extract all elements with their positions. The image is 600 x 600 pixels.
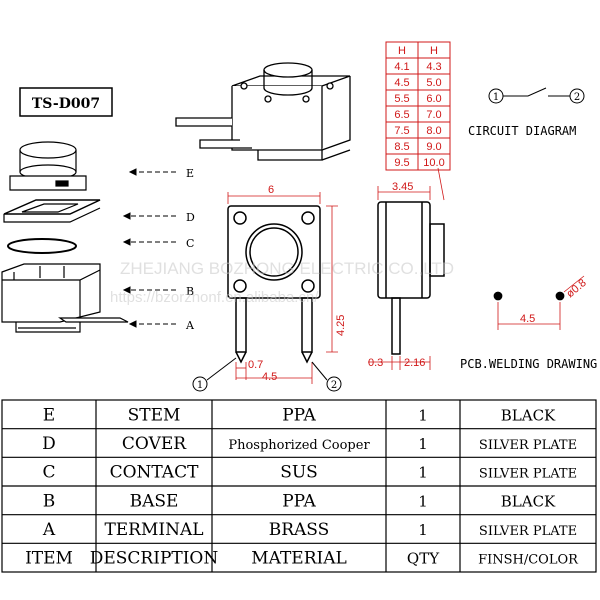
h-table-cell-left: 8.5: [394, 141, 409, 153]
bom-cell-finish: BLACK: [501, 406, 556, 424]
bom-cell-desc: COVER: [122, 434, 187, 454]
label-e: E: [186, 167, 194, 180]
dim-pcb-pitch: 4.5: [520, 313, 535, 325]
bom-cell-desc: TERMINAL: [104, 520, 203, 540]
bom-cell-finish: SILVER PLATE: [479, 438, 577, 453]
bom-cell-finish: BLACK: [501, 492, 556, 510]
dim-side-a: 0.3: [368, 357, 383, 369]
dim-height: 4.25: [335, 315, 347, 336]
watermark-company: ZHEJIANG BOZHONG ELECTRIC CO.,LTD: [120, 259, 454, 278]
h-table-cell-right: 10.0: [423, 157, 444, 169]
terminal-callouts: [192, 357, 342, 392]
h-table-cell-right: 5.0: [426, 77, 441, 89]
circuit-diagram: [488, 87, 585, 104]
side-dims: [368, 167, 445, 370]
bom-cell-finish: SILVER PLATE: [479, 524, 577, 539]
bom-cell-qty: 1: [418, 435, 428, 453]
pcb-label: PCB.WELDING DRAWING: [460, 357, 597, 371]
bom-cell-item: B: [43, 491, 56, 511]
dim-top-width: 6: [268, 184, 274, 196]
bom-cell-desc: STEM: [128, 405, 181, 425]
exploded-view: [1, 141, 129, 333]
isometric-view: [175, 62, 351, 161]
bom-header-desc: DESCRIPTION: [90, 549, 219, 569]
bom-cell-mat: Phosphorized Cooper: [228, 438, 370, 453]
bom-header-finish: FINSH/COLOR: [478, 553, 579, 568]
bom-cell-item: C: [42, 463, 55, 483]
label-a: A: [185, 319, 195, 332]
bom-cell-mat: PPA: [282, 405, 316, 425]
h-table-cell-left: 6.5: [394, 109, 409, 121]
circuit-terminal-1: 1: [493, 92, 499, 103]
h-table-cell-left: 9.5: [394, 157, 409, 169]
h-table-cell-left: 4.1: [394, 61, 409, 73]
bom-cell-finish: SILVER PLATE: [479, 467, 577, 482]
front-dims: [227, 192, 338, 384]
bom-cell-qty: 1: [418, 492, 428, 510]
dim-side-width: 3.45: [392, 181, 413, 193]
label-b: B: [186, 285, 194, 298]
bom-header-item: ITEM: [25, 549, 73, 569]
h-table-cell-left: 5.5: [394, 93, 409, 105]
bom-cell-desc: CONTACT: [110, 463, 200, 483]
part-callouts: [122, 168, 176, 328]
h-table-cell-right: 8.0: [426, 125, 441, 137]
bom-cell-item: D: [42, 434, 56, 454]
dim-front-pitch: 4.5: [262, 371, 277, 383]
front-view: [227, 205, 321, 364]
watermark-url: https://bzorzhonf.en.alibaba.cn/: [110, 289, 319, 306]
terminal-2-number: 2: [331, 380, 337, 391]
h-table-cell-right: 7.0: [426, 109, 441, 121]
bom-cell-desc: BASE: [130, 491, 179, 511]
dim-pcb-hole: ø0.8: [564, 277, 589, 300]
model-label-box: TS-D007: [19, 87, 113, 117]
h-table-cell-right: 9.0: [426, 141, 441, 153]
h-table-cell-right: 4.3: [426, 61, 441, 73]
label-d: D: [186, 211, 195, 224]
h-table-header-right: H: [430, 45, 438, 57]
h-table-header-left: H: [398, 45, 406, 57]
bom-cell-qty: 1: [418, 406, 428, 424]
label-c: C: [186, 237, 194, 250]
terminal-1-number: 1: [197, 380, 203, 391]
h-table-cell-left: 4.5: [394, 77, 409, 89]
bom-table: [1, 399, 597, 573]
h-table: [385, 41, 451, 171]
bom-header-mat: MATERIAL: [251, 549, 347, 569]
h-table-cell-right: 6.0: [426, 93, 441, 105]
side-view: [377, 201, 445, 355]
dim-lead-width: 0.7: [248, 359, 263, 371]
bom-cell-item: E: [43, 405, 55, 425]
pcb-drawing: [493, 275, 585, 330]
bom-cell-mat: PPA: [282, 491, 316, 511]
circuit-label: CIRCUIT DIAGRAM: [468, 124, 576, 138]
circuit-terminal-2: 2: [574, 92, 580, 103]
dim-side-b: 2.16: [404, 357, 425, 369]
bom-cell-mat: BRASS: [269, 520, 330, 540]
bom-cell-mat: SUS: [280, 463, 318, 483]
bom-header-qty: QTY: [407, 550, 440, 568]
bom-cell-qty: 1: [418, 521, 428, 539]
bom-cell-item: A: [42, 520, 56, 540]
h-table-cell-left: 7.5: [394, 125, 409, 137]
bom-cell-qty: 1: [418, 464, 428, 482]
model-label: TS-D007: [32, 96, 100, 112]
